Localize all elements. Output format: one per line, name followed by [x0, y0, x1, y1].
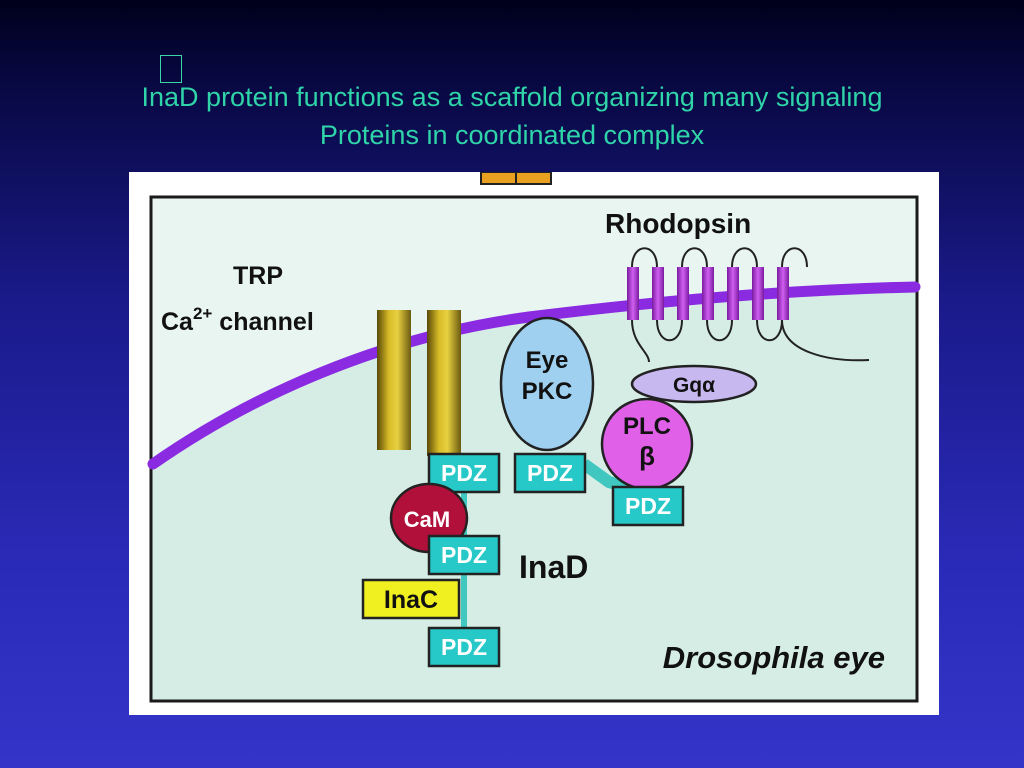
rhodopsin-loops — [631, 247, 870, 363]
organism-label: Drosophila eye — [663, 640, 885, 675]
rhodopsin-helices — [627, 267, 789, 320]
trp-ca-text: Ca — [161, 308, 194, 336]
pdz-label-5: PDZ — [441, 634, 487, 660]
pdz-domain-3: PDZ — [611, 485, 685, 527]
rhodopsin-label: Rhodopsin — [605, 208, 751, 239]
trp-ca-superscript: 2+ — [193, 304, 212, 323]
plc-label-1: PLC — [623, 413, 671, 440]
missing-glyph-box — [160, 55, 182, 83]
gq-alpha-label: Gqα — [673, 374, 715, 397]
inac — [361, 578, 461, 620]
eye-pkc-label-2: PKC — [522, 378, 573, 405]
trp-channel-text: channel — [212, 308, 313, 336]
inac-label: InaC — [384, 586, 438, 614]
trp-label: TRP — [233, 262, 283, 290]
inad-label: InaD — [519, 549, 588, 585]
extracellular-region — [152, 198, 916, 464]
pdz-label-4: PDZ — [441, 542, 487, 568]
pdz-domain-1: PDZ — [427, 452, 501, 494]
trp-channel-left — [377, 310, 411, 450]
inad-diagram: Rhodopsin TRP Ca2+ channel Eye PKC Gqα P… — [129, 172, 939, 715]
gq-alpha — [630, 364, 758, 404]
pdz-label-2: PDZ — [527, 460, 573, 486]
inad-diagram-svg: Rhodopsin TRP Ca2+ channel Eye PKC Gqα P… — [147, 172, 921, 703]
title-line-2: Proteins in coordinated complex — [319, 120, 705, 150]
trp-channel-right — [427, 310, 461, 456]
pdz-domain-4: PDZ — [427, 534, 501, 576]
title-line-1: InaD protein functions as a scaffold org… — [141, 82, 883, 112]
pdz-label-1: PDZ — [441, 460, 487, 486]
pdz-domain-2: PDZ — [513, 452, 587, 494]
eye-pkc-label-1: Eye — [526, 347, 569, 374]
pdz-domain-5: PDZ — [427, 626, 501, 668]
eye-pkc — [499, 316, 595, 452]
pdz-label-3: PDZ — [625, 493, 671, 519]
cam-label: CaM — [404, 507, 450, 532]
plc-label-2: β — [639, 441, 655, 471]
slide-title: InaD protein functions as a scaffold org… — [0, 78, 1024, 154]
trp-ca-label: Ca2+ channel — [161, 304, 314, 336]
